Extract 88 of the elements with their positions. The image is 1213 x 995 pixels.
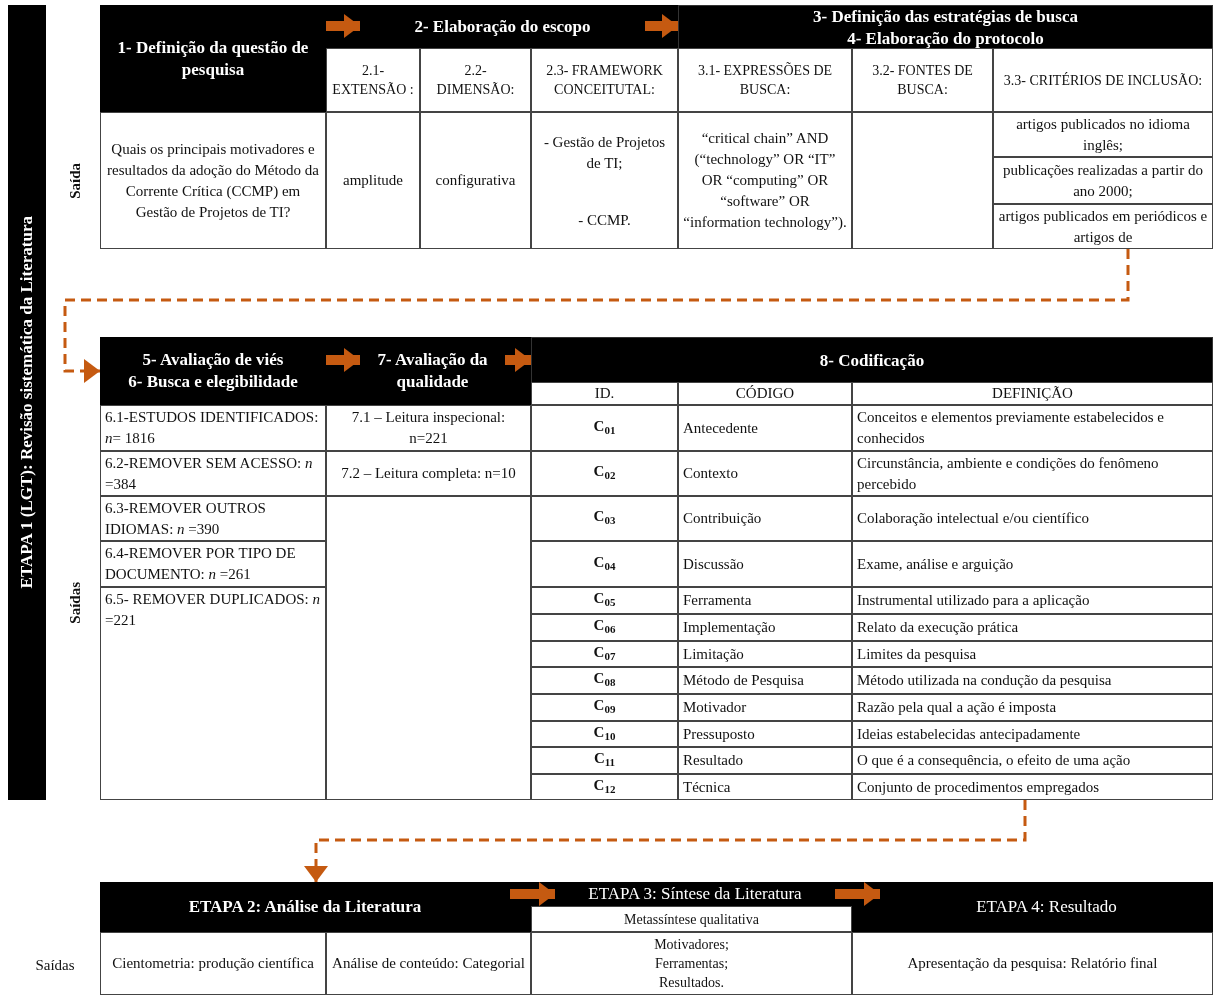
table-cell: artigos publicados no idioma inglês; xyxy=(993,112,1213,157)
table-cell: 6.5- REMOVER DUPLICADOS: n =221 xyxy=(100,587,326,800)
table-cell: Resultado xyxy=(678,747,852,774)
table-cell: configurativa xyxy=(420,112,531,249)
table-cell: Motivador xyxy=(678,694,852,721)
table-cell: C$_{04}$ xyxy=(531,541,678,587)
table-cell: O que é a consequência, o efeito de uma ação xyxy=(852,747,1213,774)
row-label: Saídas xyxy=(34,955,76,975)
table-cell: C$_{11}$ xyxy=(531,747,678,774)
arrow xyxy=(326,14,360,38)
table-cell: Relato da execução prática xyxy=(852,614,1213,641)
table-cell: C$_{05}$ xyxy=(531,587,678,614)
table-cell: Cientometria: produção científica xyxy=(100,932,326,995)
header-text: 8- Codificação xyxy=(819,349,925,372)
table-cell: Antecedente xyxy=(678,405,852,451)
table-cell: Exame, análise e arguição xyxy=(852,541,1213,587)
table-cell: Método de Pesquisa xyxy=(678,667,852,694)
table-cell: C$_{01}$ xyxy=(531,405,678,451)
table-cell: Ferramenta xyxy=(678,587,852,614)
arrow xyxy=(63,249,1130,383)
header-text: 7- Avaliação da qualidade xyxy=(376,349,489,393)
header-text: 6- Busca e elegibilidade xyxy=(128,371,298,393)
table-cell: Metassíntese qualitativa xyxy=(531,906,852,932)
table-cell: Contribuição xyxy=(678,496,852,541)
header-text: 4- Elaboração do protocolo xyxy=(847,27,1044,50)
table-cell: C$_{08}$ xyxy=(531,667,678,694)
header-text: 2- Elaboração do escopo xyxy=(414,15,591,38)
table-cell: Limites da pesquisa xyxy=(852,641,1213,667)
table-cell: 3.2- FONTES DE BUSCA: xyxy=(852,48,993,112)
table-cell: 2.3- FRAMEWORK CONCEITUTAL: xyxy=(531,48,678,112)
table-cell: artigos publicados em periódicos e artigos de xyxy=(993,204,1213,249)
table-cell: 3.1- EXPRESSÕES DE BUSCA: xyxy=(678,48,852,112)
row-label: Saídas xyxy=(65,580,84,626)
table-cell: DEFINIÇÃO xyxy=(852,382,1213,405)
arrow xyxy=(304,800,1027,882)
table-cell: “critical chain” AND (“technology” OR “IT” OR “computing” OR “software” OR “information technology”). xyxy=(678,112,852,249)
table-cell: ID. xyxy=(531,382,678,405)
header-text: ETAPA 3: Síntese da Literatura xyxy=(588,883,802,905)
table-cell: Motivadores; Ferramentas; Resultados. xyxy=(531,932,852,995)
stage-band xyxy=(8,5,46,800)
table-cell: Técnica xyxy=(678,774,852,800)
table-cell: C$_{09}$ xyxy=(531,694,678,721)
table-cell: 3.3- CRITÉRIOS DE INCLUSÃO: xyxy=(993,48,1213,112)
header-text: ETAPA 2: Análise da Literatura xyxy=(188,896,422,918)
table-cell: Quais os principais motivadores e resultados da adoção do Método da Corrente Crítica (CCMP) em Gestão de Projetos de TI? xyxy=(100,112,326,249)
table-cell: C$_{07}$ xyxy=(531,641,678,667)
table-cell: Apresentação da pesquisa: Relatório final xyxy=(852,932,1213,995)
table-cell: publicações realizadas a partir do ano 2000; xyxy=(993,157,1213,204)
table-cell: - Gestão de Projetos de TI; xyxy=(531,112,678,192)
table-cell: 6.2-REMOVER SEM ACESSO: n =384 xyxy=(100,451,326,496)
table-cell: 2.2- DIMENSÃO: xyxy=(420,48,531,112)
table-cell: Implementação xyxy=(678,614,852,641)
table-cell: Pressuposto xyxy=(678,721,852,747)
table-cell: - CCMP. xyxy=(531,192,678,249)
table-cell: Razão pela qual a ação é imposta xyxy=(852,694,1213,721)
arrow xyxy=(505,348,531,372)
table-cell: C$_{03}$ xyxy=(531,496,678,541)
table-cell: Método utilizada na condução da pesquisa xyxy=(852,667,1213,694)
table-cell: C$_{02}$ xyxy=(531,451,678,496)
table-cell: Discussão xyxy=(678,541,852,587)
table-cell: Ideias estabelecidas antecipadamente xyxy=(852,721,1213,747)
header-text: 3- Definição das estratégias de busca xyxy=(813,5,1078,28)
table-cell: C$_{10}$ xyxy=(531,721,678,747)
table-cell: Colaboração intelectual e/ou científico xyxy=(852,496,1213,541)
table-cell: Limitação xyxy=(678,641,852,667)
table-cell: CÓDIGO xyxy=(678,382,852,405)
header-text: ETAPA 4: Resultado xyxy=(976,896,1117,918)
table-cell: Circunstância, ambiente e condições do fenômeno percebido xyxy=(852,451,1213,496)
table-cell: 7.2 – Leitura completa: n=10 xyxy=(326,451,531,496)
table-cell: 2.1- EXTENSÃO : xyxy=(326,48,420,112)
table-cell: C$_{06}$ xyxy=(531,614,678,641)
header-text: 5- Avaliação de viés xyxy=(142,349,284,371)
row-label: Saída xyxy=(65,161,84,201)
table-cell: Instrumental utilizado para a aplicação xyxy=(852,587,1213,614)
arrow xyxy=(645,14,678,38)
table-cell: Análise de conteúdo: Categorial xyxy=(326,932,531,995)
table-cell: amplitude xyxy=(326,112,420,249)
table-cell: C$_{12}$ xyxy=(531,774,678,800)
table-cell: 7.1 – Leitura inspecional: n=221 xyxy=(326,405,531,451)
header-text: ETAPA 1 (LGT): Revisão sistemática da Literatura xyxy=(16,216,37,589)
arrow xyxy=(510,882,555,906)
header-text: 1- Definição da questão de pesquisa xyxy=(116,36,310,81)
arrow xyxy=(835,882,880,906)
table-cell: Conjunto de procedimentos empregados xyxy=(852,774,1213,800)
table-cell: Contexto xyxy=(678,451,852,496)
arrow xyxy=(326,348,360,372)
table-cell: Conceitos e elementos previamente estabelecidos e conhecidos xyxy=(852,405,1213,451)
table-cell: 6.3-REMOVER OUTROS IDIOMAS: n =390 xyxy=(100,496,326,541)
